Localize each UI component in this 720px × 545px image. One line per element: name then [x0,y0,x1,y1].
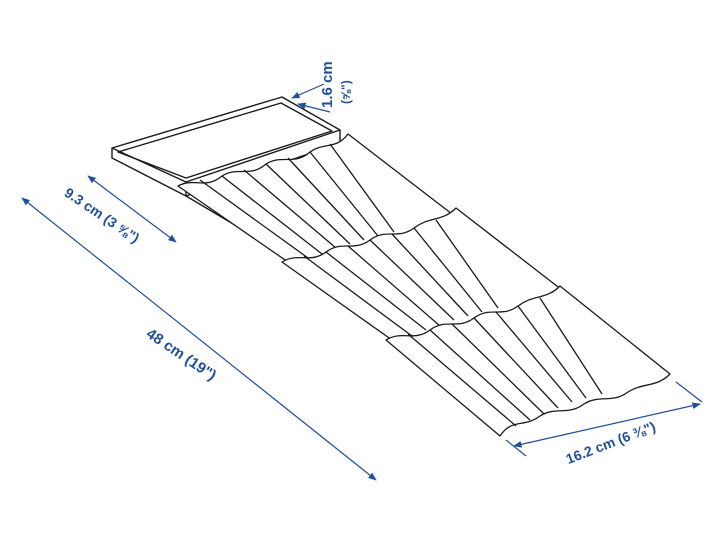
length-arrow [21,197,377,481]
height-imperial-label: (⅝") [339,80,353,104]
height-arrow-top [291,83,325,99]
height-arrow-bottom [297,102,331,113]
inner-width-arrow [87,175,177,243]
height-label: 1.6 cm [319,61,336,108]
dimension-lines [21,83,703,481]
insert-front-ridges [407,297,603,427]
outer-width-arrow [513,402,701,448]
insert-front [385,285,671,437]
